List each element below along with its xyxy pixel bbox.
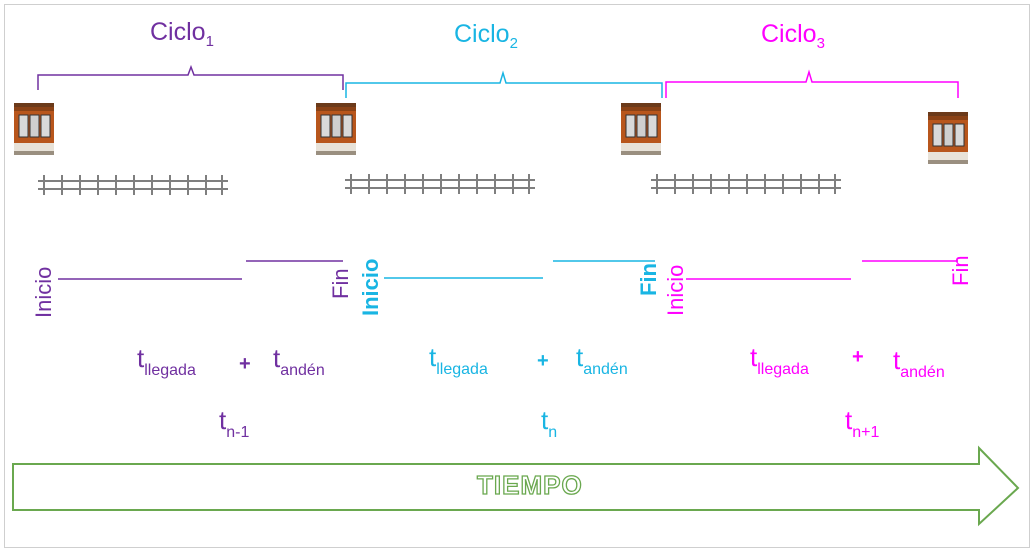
time-arrow-label: TIEMPO <box>476 469 583 500</box>
cycle2-tn: tn <box>541 405 558 441</box>
cycle3-title: Ciclo3 <box>761 20 825 52</box>
cycle3-tn: tn+1 <box>845 405 880 441</box>
railway-track-icon <box>344 174 536 194</box>
cycle3-start-label: Inicio <box>663 264 688 316</box>
train-icon <box>620 102 662 156</box>
cycle2-end-label: Fin <box>636 263 661 296</box>
cycle1-arrival-time: tllegada <box>137 343 196 379</box>
railway-track-icon <box>650 174 842 194</box>
cycle2-platform-time: tandén <box>576 342 628 378</box>
time-arrow <box>12 445 1020 527</box>
cycle3-bracket <box>665 69 959 98</box>
cycle1-start-label: Inicio <box>31 266 56 318</box>
train-icon <box>927 111 969 165</box>
cycle3-arrival-time: tllegada <box>750 342 809 378</box>
train-icon <box>315 102 357 156</box>
cycle3-platform-time: tandén <box>893 345 945 381</box>
cycle2-arrival-time: tllegada <box>429 342 488 378</box>
cycle2-start-label: Inicio <box>358 258 383 316</box>
cycle1-bracket <box>37 64 344 90</box>
cycle1-tn: tn-1 <box>219 405 250 441</box>
cycle2-bracket <box>345 70 663 98</box>
cycle2-title: Ciclo2 <box>454 20 518 52</box>
cycle1-platform-time: tandén <box>273 343 325 379</box>
cycle2-plus: + <box>537 350 549 372</box>
cycle3-plus: + <box>852 346 864 368</box>
diagram-frame <box>4 4 1030 548</box>
cycle1-end-label: Fin <box>328 268 353 299</box>
train-icon <box>13 102 55 156</box>
railway-track-icon <box>37 175 229 195</box>
cycle1-title: Ciclo1 <box>150 18 214 50</box>
cycle3-end-label: Fin <box>948 255 973 286</box>
cycle1-plus: + <box>239 353 251 375</box>
